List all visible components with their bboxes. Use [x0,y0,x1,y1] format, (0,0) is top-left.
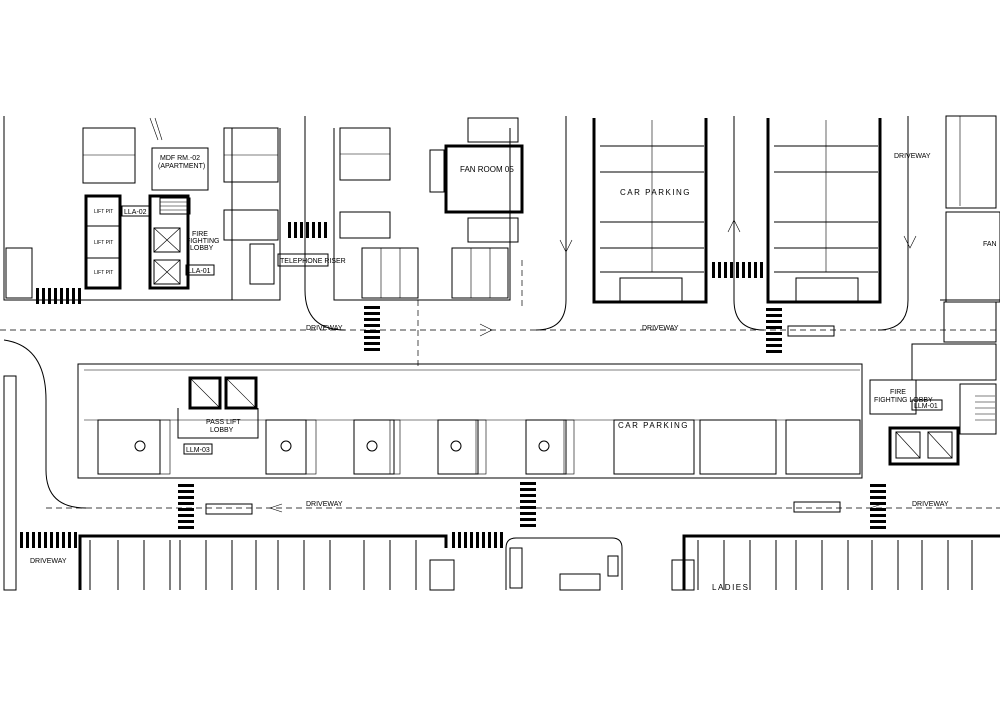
pass-lift-label-1: PASS LIFT [206,419,241,426]
fire-lobby-right-label-1: FIRE [890,389,906,396]
fan-label-partial: FAN [983,241,997,248]
zebra-crossing-top-mid [288,222,327,238]
zebra-crossing-lower-1 [178,484,194,529]
zebra-crossing-lower-left [20,532,77,548]
fire-lobby-right-label-2: FIGHTING LOBBY [874,397,933,404]
zebra-crossing-vertical-1 [364,306,380,351]
fire-lobby-label-3: LOBBY [190,245,214,252]
block-car-parking-2: DRIVEWAY [766,116,931,331]
curb-left [3,339,87,509]
zebra-crossing-lower-3 [870,484,886,529]
mdf-room-label-1: MDF RM.-02 [160,155,200,162]
zebra-crossing-top-left [36,288,81,304]
right-service-area: FIRE FIGHTING LOBBY LLM-01 [869,343,997,466]
annotation-box-lower-1 [205,503,253,515]
lla01-label: LLA-01 [188,268,211,275]
llm03-label: LLM-03 [186,447,210,454]
central-parking-strip: CAR PARKING PASS LIFT LOBBY LLM-03 [77,363,863,479]
car-parking-label-1: CAR PARKING [620,188,691,197]
annotation-box-lower-2 [793,501,841,513]
block-fan-room: FAN ROOM 05 [304,116,524,370]
llm01-label: LLM-01 [914,403,938,410]
left-wall [3,375,17,591]
lift-pit-label-c: LIFT PIT [94,270,113,276]
direction-arrows [269,219,917,513]
mdf-fire-lobby-area: MDF RM.-02 (APARTMENT) FIRE FIGHTING LOB… [121,147,346,285]
zebra-crossing-lower-2 [520,482,536,527]
bottom-block-left [78,534,455,591]
annotation-box-upper [787,325,835,337]
block-fan-right: FAN [940,115,1000,343]
fire-lobby-label-1: FIRE [192,231,208,238]
block-top-left [3,116,281,301]
lla02-label: LLA-02 [124,209,147,216]
lift-pit-label-b: LIFT PIT [94,240,113,246]
lift-pits-lla: LIFT PIT LIFT PIT LIFT PIT [84,194,190,290]
fire-lobby-label-2: FIGHTING [186,238,219,245]
pass-lift-label-2: LOBBY [210,427,234,434]
bottom-block-right: LADIES [671,534,1000,592]
lift-pit-label-a: LIFT PIT [94,209,113,215]
driveway-label-top-right: DRIVEWAY [894,153,931,160]
car-parking-label-2: CAR PARKING [618,421,689,430]
driveway-label-upper-2: DRIVEWAY [642,325,679,332]
zebra-crossing-lower-mid [452,532,503,548]
driveway-label-upper-1: DRIVEWAY [306,325,343,332]
telephone-riser-label: TELEPHONE RISER [280,258,346,265]
mdf-room-label-2: (APARTMENT) [158,163,205,170]
driveway-label-lower-1: DRIVEWAY [306,501,343,508]
driveway-label-lower-left: DRIVEWAY [30,558,67,565]
zebra-crossing-top-right [712,262,763,278]
ladies-label: LADIES [712,583,749,592]
fan-room-label: FAN ROOM 05 [460,165,514,174]
driveway-label-lower-2: DRIVEWAY [912,501,949,508]
bottom-ramp [505,537,623,591]
zebra-crossing-vertical-2 [766,308,782,353]
block-car-parking-1: CAR PARKING [535,116,765,331]
